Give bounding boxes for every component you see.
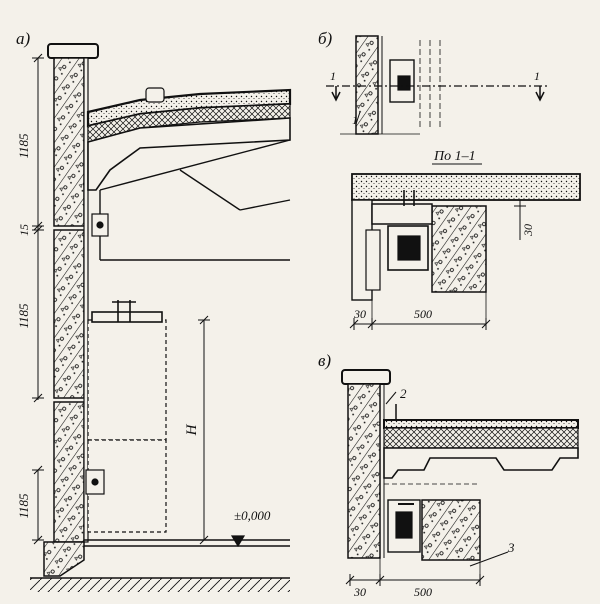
dim-line-a-lower <box>32 469 44 541</box>
callout-2: 2 <box>400 386 407 401</box>
section-dim-500: 500 <box>414 307 432 321</box>
panel-a-label: а) <box>16 29 31 48</box>
wall-panel-upper <box>53 57 85 227</box>
roof-layers-c <box>383 419 579 429</box>
section-slab <box>351 173 581 201</box>
panel-b <box>326 35 548 135</box>
dim-15: 15 <box>17 224 31 236</box>
dim-1185-bottom: 1185 <box>16 493 31 519</box>
wall-inner-face <box>83 57 89 543</box>
callout-3: 3 <box>507 540 515 555</box>
section-mark-right: 1 <box>534 69 540 83</box>
panel-b-label: б) <box>318 29 333 48</box>
section-title: По 1–1 <box>433 149 476 164</box>
dim-1185-top: 1185 <box>16 133 31 159</box>
roof-slab-rib <box>87 117 291 191</box>
section-1-1 <box>349 173 581 330</box>
dim-1185-middle: 1185 <box>16 303 31 329</box>
roof-slab-c <box>383 447 579 479</box>
wall-panel-middle <box>53 229 85 399</box>
level-marker <box>230 535 246 548</box>
section-dim-30-vertical: 30 <box>521 224 535 237</box>
section-arrow-right <box>535 86 545 102</box>
wall-panel-c <box>347 383 381 559</box>
section-bracket <box>371 203 433 225</box>
wall-panel-b <box>355 35 379 135</box>
foundation <box>43 541 85 577</box>
level-mark-label: ±0,000 <box>234 508 271 523</box>
panel-a: а) <box>16 29 292 592</box>
wall-coping <box>47 43 99 59</box>
section-mark-left: 1 <box>330 69 336 83</box>
roof-truss <box>99 139 291 261</box>
column-cap <box>91 311 163 323</box>
roof-vent <box>145 87 165 103</box>
c-dim-30: 30 <box>353 585 366 599</box>
panel-c <box>341 369 579 586</box>
column <box>87 319 167 441</box>
height-symbol: Н <box>184 423 200 436</box>
section-dim-30: 30 <box>353 307 366 321</box>
column-c <box>421 499 481 561</box>
coping-c <box>341 369 391 385</box>
section-arrow-left <box>331 86 341 102</box>
section-column <box>431 205 487 293</box>
section-dim-30-v <box>514 199 526 240</box>
roof-insulation-c <box>383 427 579 449</box>
ground <box>30 578 290 592</box>
wall-panel-lower <box>53 401 85 543</box>
section-mark-bottom: 1 <box>352 113 358 127</box>
callout-leader-3 <box>469 551 509 567</box>
axis-line-b <box>419 40 441 130</box>
callout-leader-2 <box>385 391 397 405</box>
anchor-bolt <box>112 300 136 322</box>
floor-slab <box>84 539 290 547</box>
panel-c-label: в) <box>318 351 331 370</box>
c-dim-500: 500 <box>414 585 432 599</box>
